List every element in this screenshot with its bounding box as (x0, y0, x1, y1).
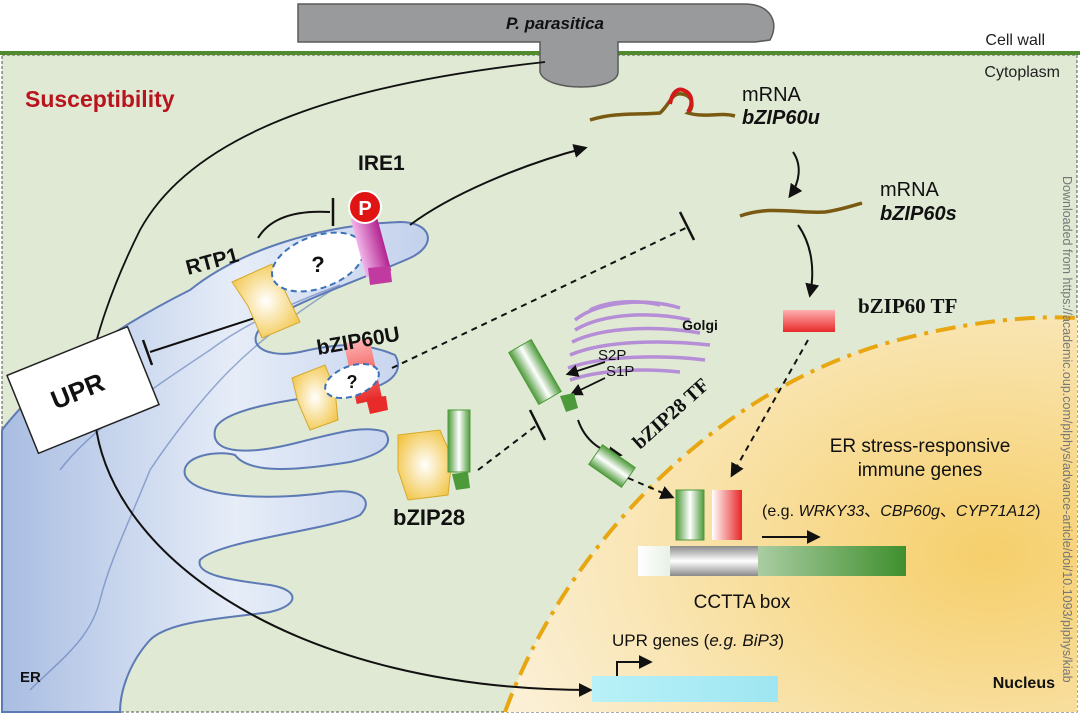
upr-genes-label: UPR genes (e.g. BiP3) (612, 631, 784, 650)
cctta-box-element (670, 546, 758, 576)
bzip28-label: bZIP28 (393, 505, 465, 530)
bzip60-tf-label: bZIP60 TF (858, 294, 957, 318)
nucleus-region (505, 317, 1077, 712)
upr-to-upr-genes-arrow (94, 419, 593, 697)
bzip28tf-to-nucleus-arrow (627, 477, 675, 499)
gene-sep1: 、 (864, 503, 880, 520)
nuclear-envelope (503, 315, 1078, 713)
rtp1-inhibits-ire1 (257, 210, 331, 239)
mrna-u-prefix: mRNA (742, 84, 802, 106)
er-stress-line1: ER stress-responsive (830, 436, 1011, 457)
bzip28-to-golgi-dashed (477, 424, 538, 471)
bzip60tf-to-nucleus-arrow (730, 339, 809, 478)
er-label: ER (20, 669, 41, 686)
bzip28-to-golgi-bar (528, 409, 547, 441)
ire1-protein (350, 212, 392, 285)
susceptibility-label: Susceptibility (25, 86, 175, 112)
golgi-label: Golgi (682, 317, 718, 333)
cctta-box-label: CCTTA box (694, 592, 791, 613)
mrna-u-name: bZIP60u (742, 107, 820, 129)
bzip28-nuclear-tf (675, 489, 705, 541)
watermark: Downloaded from https://academic.oup.com… (1060, 176, 1074, 683)
bzip60u-inhibits-splicing (391, 225, 691, 369)
gene-cyp71a12: CYP71A12 (956, 503, 1035, 520)
bzip60u-inhibits-splicing-bar (678, 211, 696, 241)
unknown-partner-ire1-label: ? (311, 252, 324, 277)
cell-wall-label: Cell wall (985, 32, 1045, 49)
pathogen-signal-curve (89, 61, 546, 371)
upr-genes-box (592, 676, 778, 702)
gene-examples: (e.g. WRKY33、CBP60g、CYP71A12) (762, 503, 1040, 520)
upr-box (6, 325, 160, 455)
s1p-arrow (569, 377, 606, 396)
unknown-partner-bzip60u (324, 362, 380, 400)
mrna-s-name: bZIP60s (880, 203, 957, 225)
nucleus-label: Nucleus (993, 675, 1055, 692)
rtp1-inhibits-upr (149, 317, 256, 353)
pathogen-label: P. parasitica (506, 14, 604, 33)
golgi-apparatus (567, 299, 711, 382)
bzip60-tf (783, 310, 835, 332)
bzip28-protein (397, 409, 471, 501)
phospho-badge (348, 190, 382, 224)
unknown-partner-bzip60u-label: ? (347, 372, 358, 392)
bzip28-golgi-protein (508, 338, 578, 412)
upr-genes-suffix: ) (778, 631, 784, 650)
mrna-bzip60u (589, 87, 736, 122)
s2p-arrow (565, 361, 606, 377)
ire1-label: IRE1 (358, 152, 405, 175)
translation-arrow (797, 224, 820, 298)
phospho-label: P (358, 198, 371, 220)
mrna-bzip60s (739, 201, 863, 218)
splicing-arrow (788, 151, 803, 199)
rtp1-inhibits-upr-bar (141, 339, 154, 366)
gene-sep2: 、 (940, 503, 956, 520)
bzip60-nuclear-tf (712, 490, 742, 540)
rtp1-protein (231, 263, 301, 339)
pathogen-hypha (297, 3, 775, 88)
eg-prefix: (e.g. (762, 503, 798, 520)
s1p-label: S1P (606, 363, 634, 380)
mrna-s-prefix: mRNA (880, 179, 940, 201)
ire1-to-mrna-arrow (409, 144, 588, 226)
gene-wrky33: WRKY33 (798, 503, 864, 520)
upr-genes-example: e.g. BiP3 (709, 631, 779, 650)
gene-cbp60g: CBP60g (880, 503, 940, 520)
er-lumen-outline (29, 284, 341, 691)
eg-suffix: ) (1035, 503, 1040, 520)
cytoplasm-label: Cytoplasm (984, 64, 1060, 81)
er-stress-line2: immune genes (858, 460, 983, 481)
s2p-label: S2P (598, 347, 626, 364)
upr-genes-prefix: UPR genes ( (612, 631, 710, 650)
